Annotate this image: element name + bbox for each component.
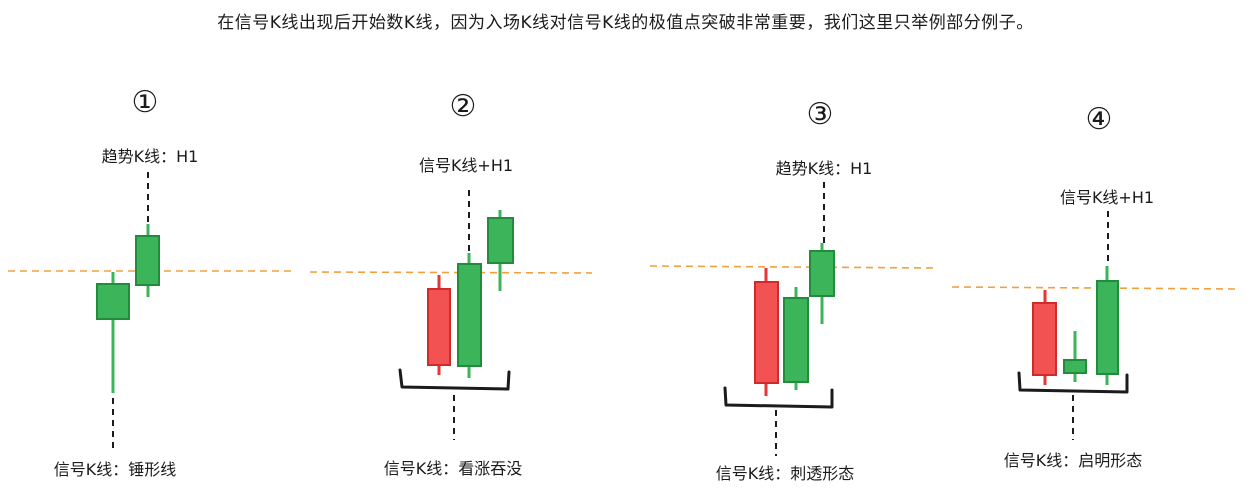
- panel-4-graphics: [951, 211, 1237, 440]
- panel-3-bottom-label: 信号K线：刺透形态: [715, 464, 855, 483]
- pattern-bracket: [1017, 371, 1129, 394]
- candle-body: [96, 283, 130, 320]
- panel-3-top-label: 趋势K线：H1: [775, 159, 873, 178]
- candle-body: [1096, 280, 1119, 375]
- candle-piercing: [783, 287, 809, 390]
- panel-2-bottom-label: 信号K线：看涨吞没: [383, 459, 523, 478]
- candle-morning-star-h1: [1096, 266, 1119, 385]
- panel-4-top-label: 信号K线+H1: [1059, 188, 1155, 207]
- panel-3-number: ③: [806, 97, 834, 132]
- panel-3-graphics: [649, 182, 936, 456]
- breakout-level-line: [309, 271, 593, 274]
- breakout-level-line: [951, 286, 1237, 290]
- candle-body: [1032, 302, 1057, 376]
- panel-4-number: ④: [1085, 102, 1113, 137]
- pattern-bracket: [723, 386, 834, 409]
- candle-trend-h1: [135, 224, 160, 297]
- candle-body: [1063, 359, 1087, 374]
- panel-2-top-label: 信号K线+H1: [418, 156, 514, 175]
- pattern-bracket: [398, 368, 511, 391]
- diagram-caption: 在信号K线出现后开始数K线，因为入场K线对信号K线的极值点突破非常重要，我们这里…: [217, 13, 1034, 33]
- panel-2-number: ②: [449, 89, 477, 124]
- panel-1-bottom-label: 信号K线：锤形线: [53, 460, 177, 479]
- panel-1-graphics: [8, 172, 292, 448]
- candle-h1: [487, 210, 514, 291]
- candle-body: [427, 288, 451, 366]
- breakout-level-line: [649, 265, 936, 269]
- candle-body: [487, 217, 514, 264]
- panel-1-top-label: 趋势K线：H1: [101, 147, 199, 166]
- candle-small-star: [1063, 331, 1087, 382]
- candle-body: [783, 297, 809, 383]
- candle-bearish: [427, 275, 451, 375]
- candle-bearish: [1032, 290, 1057, 385]
- candle-hammer-signal: [96, 272, 130, 393]
- candle-bullish-engulfing: [457, 253, 482, 378]
- candle-bearish: [754, 268, 779, 396]
- panel-1-number: ①: [131, 85, 159, 120]
- candle-body: [809, 250, 835, 297]
- candle-trend-h1: [809, 243, 835, 324]
- candle-body: [135, 235, 160, 286]
- candle-body: [457, 263, 482, 367]
- candle-body: [754, 281, 779, 384]
- panel-4-bottom-label: 信号K线：启明形态: [1003, 451, 1143, 470]
- panel-2-graphics: [309, 190, 593, 440]
